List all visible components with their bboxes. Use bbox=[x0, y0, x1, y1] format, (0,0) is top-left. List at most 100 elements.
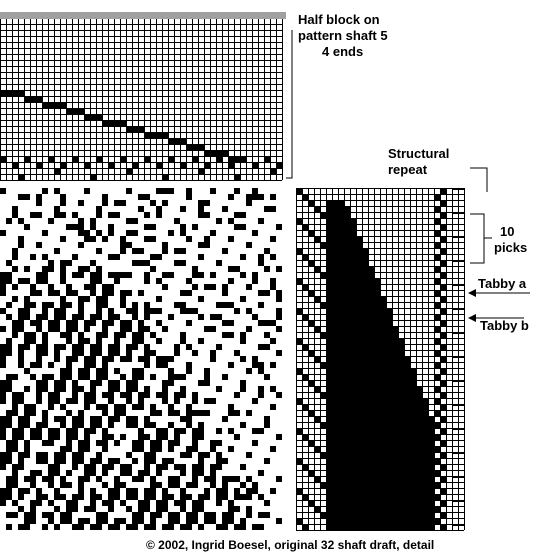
drawdown-cell bbox=[54, 416, 60, 422]
lift-cell bbox=[326, 398, 332, 404]
drawdown-cell bbox=[12, 500, 18, 506]
drawdown-cell bbox=[150, 494, 156, 500]
drawdown-cell bbox=[162, 326, 168, 332]
drawdown-cell bbox=[168, 410, 174, 416]
lift-cell bbox=[332, 440, 338, 446]
lift-cell bbox=[338, 380, 344, 386]
drawdown-cell bbox=[6, 416, 12, 422]
drawdown-cell bbox=[168, 404, 174, 410]
lift-cell bbox=[386, 500, 392, 506]
drawdown-cell bbox=[54, 320, 60, 326]
drawdown-cell bbox=[192, 506, 198, 512]
ground-thread-mark bbox=[91, 175, 96, 180]
lift-cell bbox=[422, 410, 428, 416]
drawdown-cell bbox=[54, 452, 60, 458]
lift-cell bbox=[338, 254, 344, 260]
drawdown-cell bbox=[276, 434, 282, 440]
drawdown-cell bbox=[264, 332, 270, 338]
drawdown-cell bbox=[144, 272, 150, 278]
lift-cell bbox=[332, 362, 338, 368]
thread-mark bbox=[151, 133, 156, 138]
drawdown-cell bbox=[96, 350, 102, 356]
drawdown-cell bbox=[180, 230, 186, 236]
drawdown-cell bbox=[138, 338, 144, 344]
drawdown-cell bbox=[120, 356, 126, 362]
drawdown-cell bbox=[216, 452, 222, 458]
lift-cell bbox=[362, 374, 368, 380]
drawdown-cell bbox=[156, 320, 162, 326]
drawdown-cell bbox=[90, 416, 96, 422]
tabby-cell bbox=[441, 267, 446, 272]
drawdown-cell bbox=[174, 344, 180, 350]
tabby-cell bbox=[441, 297, 446, 302]
ground-thread-mark bbox=[85, 163, 90, 168]
lift-cell bbox=[326, 284, 332, 290]
lift-cell bbox=[326, 308, 332, 314]
drawdown-cell bbox=[240, 296, 246, 302]
drawdown-cell bbox=[96, 452, 102, 458]
lift-cell bbox=[386, 422, 392, 428]
lift-cell bbox=[356, 428, 362, 434]
lift-cell bbox=[404, 500, 410, 506]
drawdown-cell bbox=[120, 482, 126, 488]
drawdown-cell bbox=[216, 494, 222, 500]
drawdown-cell bbox=[72, 320, 78, 326]
ground-thread-mark bbox=[241, 157, 246, 162]
drawdown-cell bbox=[12, 374, 18, 380]
drawdown-cell bbox=[96, 404, 102, 410]
drawdown-cell bbox=[168, 458, 174, 464]
lift-cell bbox=[356, 470, 362, 476]
lift-cell bbox=[356, 512, 362, 518]
drawdown-cell bbox=[108, 422, 114, 428]
drawdown-cell bbox=[72, 344, 78, 350]
lift-cell bbox=[374, 470, 380, 476]
drawdown-cell bbox=[228, 446, 234, 452]
lift-cell bbox=[350, 278, 356, 284]
lift-cell bbox=[344, 242, 350, 248]
drawdown-cell bbox=[144, 224, 150, 230]
drawdown-cell bbox=[102, 200, 108, 206]
drawdown-cell bbox=[72, 428, 78, 434]
drawdown-cell bbox=[174, 512, 180, 518]
drawdown-cell bbox=[150, 440, 156, 446]
drawdown-cell bbox=[174, 434, 180, 440]
drawdown-cell bbox=[72, 464, 78, 470]
lift-cell bbox=[356, 284, 362, 290]
drawdown-cell bbox=[102, 470, 108, 476]
drawdown-cell bbox=[102, 404, 108, 410]
drawdown-cell bbox=[210, 326, 216, 332]
drawdown-cell bbox=[114, 494, 120, 500]
drawdown-cell bbox=[78, 272, 84, 278]
drawdown-cell bbox=[12, 410, 18, 416]
drawdown-cell bbox=[96, 272, 102, 278]
drawdown-cell bbox=[144, 452, 150, 458]
tabby-cell bbox=[435, 333, 440, 338]
drawdown-cell bbox=[24, 278, 30, 284]
drawdown-cell bbox=[78, 344, 84, 350]
drawdown-cell bbox=[90, 500, 96, 506]
drawdown-cell bbox=[180, 206, 186, 212]
drawdown-cell bbox=[204, 476, 210, 482]
drawdown-cell bbox=[18, 218, 24, 224]
lift-cell bbox=[392, 464, 398, 470]
drawdown-cell bbox=[12, 206, 18, 212]
lift-cell bbox=[422, 428, 428, 434]
drawdown-cell bbox=[180, 338, 186, 344]
ground-thread-mark bbox=[37, 163, 42, 168]
drawdown-cell bbox=[48, 260, 54, 266]
lift-cell bbox=[368, 398, 374, 404]
lift-cell bbox=[410, 422, 416, 428]
tabby-cell bbox=[435, 519, 440, 524]
lift-cell bbox=[338, 290, 344, 296]
lift-cell bbox=[350, 296, 356, 302]
drawdown-cell bbox=[258, 344, 264, 350]
lift-cell bbox=[326, 272, 332, 278]
lift-cell bbox=[380, 500, 386, 506]
drawdown-cell bbox=[42, 494, 48, 500]
drawdown-cell bbox=[60, 416, 66, 422]
lift-cell bbox=[410, 386, 416, 392]
drawdown-cell bbox=[78, 230, 84, 236]
drawdown-cell bbox=[78, 518, 84, 524]
lift-cell bbox=[344, 386, 350, 392]
lift-cell bbox=[344, 374, 350, 380]
